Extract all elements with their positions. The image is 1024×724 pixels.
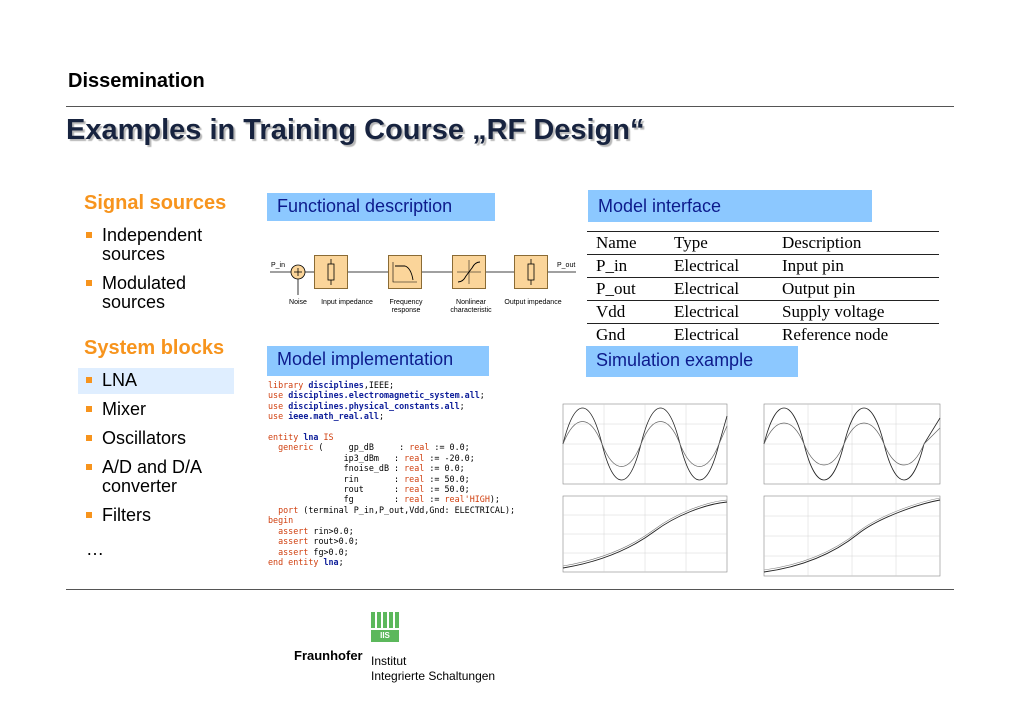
institute-line-2: Integrierte Schaltungen — [371, 669, 496, 683]
table-header-cell: Description — [782, 232, 939, 255]
list-item: Modulated sources — [82, 274, 232, 312]
brand-name: Fraunhofer — [294, 648, 363, 663]
list-item-adc-dac[interactable]: A/D and D/A converter — [78, 458, 212, 496]
input-impedance-block — [314, 255, 348, 289]
bullet-square-icon — [86, 406, 92, 412]
bullet-square-icon — [86, 512, 92, 518]
table-header-row: Name Type Description — [587, 232, 939, 255]
caption-noise: Noise — [289, 299, 307, 306]
signal-sources-list: Independent sources Modulated sources — [82, 226, 232, 312]
bullet-square-icon — [86, 280, 92, 286]
signal-sources-heading: Signal sources — [84, 192, 227, 214]
page-title: Examples in Training Course „RF Design“ — [66, 114, 645, 146]
model-interface-label: Model interface — [588, 190, 872, 222]
table-cell: Reference node — [782, 325, 889, 344]
signal-path-lines — [270, 264, 576, 295]
fraunhofer-logo-icon: IIS — [371, 612, 399, 642]
functional-description-label: Functional description — [267, 193, 495, 221]
model-interface-table-wrap: Name Type Description P_in Electrical In… — [587, 231, 939, 346]
table-header-cell: Type — [674, 232, 782, 255]
table-row: P_out Electrical Output pin — [587, 277, 939, 301]
table-row: Gnd Electrical Reference node — [587, 324, 939, 347]
bullet-square-icon — [86, 464, 92, 470]
list-item-mixer[interactable]: Mixer — [78, 400, 234, 419]
vhdl-code-listing: library disciplines,IEEE; use discipline… — [268, 380, 516, 567]
table-cell: Electrical — [674, 325, 740, 344]
table-cell: Vdd — [587, 300, 674, 324]
section-title: Dissemination — [68, 70, 205, 92]
ellipsis: … — [86, 539, 104, 559]
logo-text: IIS — [380, 631, 390, 640]
model-interface-table: Name Type Description P_in Electrical In… — [587, 232, 939, 346]
table-cell: Electrical — [674, 254, 782, 278]
caption-nonlinear-characteristic: Nonlinear characteristic — [450, 299, 492, 314]
institute-line-1: Institut — [371, 654, 407, 668]
simulation-example-label: Simulation example — [586, 346, 798, 377]
list-item: Independent sources — [82, 226, 232, 264]
bullet-square-icon — [86, 232, 92, 238]
table-cell: Supply voltage — [782, 300, 939, 324]
table-cell: P_out — [587, 277, 674, 301]
list-item-filters[interactable]: Filters — [78, 506, 234, 525]
output-pin-label: P_out — [557, 262, 576, 269]
list-item-lna[interactable]: LNA — [78, 368, 234, 394]
frequency-response-block — [388, 255, 422, 289]
table-cell: P_in — [587, 254, 674, 278]
table-cell: Gnd — [596, 325, 626, 344]
output-impedance-block — [514, 255, 548, 289]
institute-name: Institut Integrierte Schaltungen — [371, 654, 495, 684]
list-item-oscillators[interactable]: Oscillators — [78, 429, 234, 448]
simulation-plot-right — [748, 388, 944, 580]
system-blocks-heading: System blocks — [84, 337, 225, 359]
table-cell: Electrical — [674, 300, 782, 324]
caption-output-impedance: Output impedance — [504, 299, 562, 306]
table-cell: Input pin — [782, 254, 939, 278]
table-row: P_in Electrical Input pin — [587, 254, 939, 278]
bullet-square-icon — [86, 435, 92, 441]
table-cell: Output pin — [782, 277, 939, 301]
table-row: Vdd Electrical Supply voltage — [587, 300, 939, 324]
functional-block-diagram: P_in P_out Noise Input impedance Frequen… — [268, 245, 578, 325]
header-divider — [66, 106, 954, 107]
input-pin-label: P_in — [271, 262, 286, 269]
model-implementation-label: Model implementation — [267, 346, 489, 376]
table-cell: Electrical — [674, 277, 782, 301]
system-blocks-list: LNA Mixer Oscillators A/D and D/A conver… — [78, 368, 234, 525]
bullet-square-icon — [86, 377, 92, 383]
table-header-cell: Name — [587, 232, 674, 255]
simulation-plot-left — [545, 396, 730, 578]
nonlinear-characteristic-block — [452, 255, 486, 289]
caption-input-impedance: Input impedance — [321, 299, 373, 306]
waveform-plots-left — [562, 403, 728, 573]
caption-frequency-response: Frequency response — [389, 299, 423, 314]
footer-divider — [66, 589, 954, 590]
waveform-plots-right — [763, 403, 941, 577]
